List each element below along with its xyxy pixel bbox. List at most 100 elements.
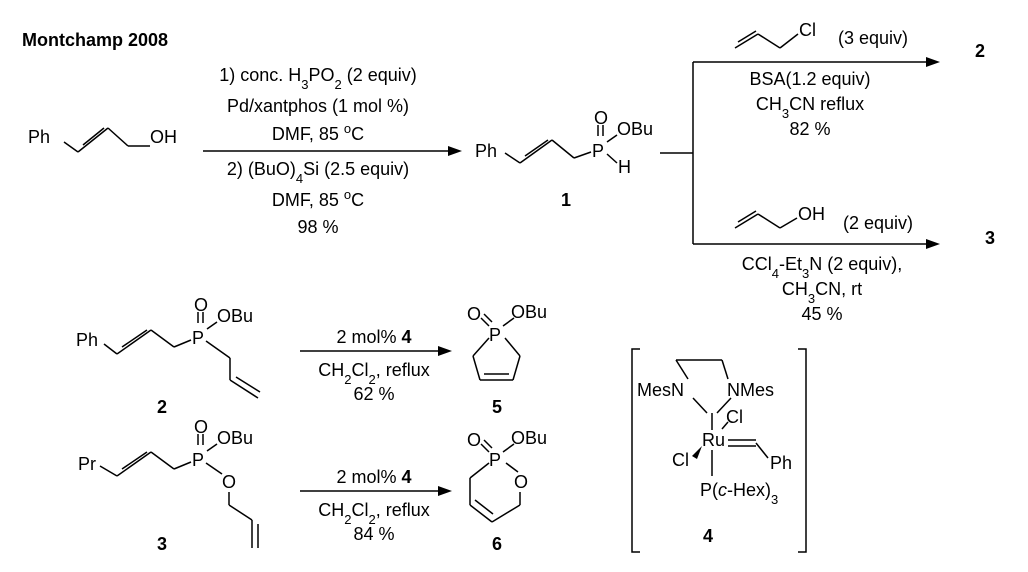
compound-2-label: 2: [157, 397, 167, 417]
condition-line: 1) conc. H3PO2 (2 equiv): [219, 65, 417, 92]
bond: [77, 127, 109, 153]
bond: [734, 33, 759, 49]
butoxy-label: OBu: [217, 428, 253, 448]
bond: [721, 421, 729, 430]
hydroxyl-label: OH: [150, 127, 177, 147]
bond: [757, 33, 781, 49]
oxygen-label: O: [467, 430, 481, 450]
bond: [229, 379, 259, 399]
reagent-equiv: (2 equiv): [843, 213, 913, 233]
bond: [173, 461, 192, 470]
bond: [505, 462, 519, 473]
bond: [469, 504, 493, 523]
condition-line: DMF, 85 oC: [272, 121, 364, 145]
double-bond-line: [483, 313, 493, 323]
bond: [757, 213, 781, 229]
yield-text: 84 %: [353, 524, 394, 544]
condition-line: CH3CN reflux: [756, 94, 864, 121]
compound-6-label: 6: [492, 534, 502, 554]
chlorine-label: Cl: [799, 20, 816, 40]
bond: [755, 442, 769, 459]
bond: [205, 462, 223, 475]
bond: [228, 504, 253, 521]
bond: [573, 151, 592, 159]
hydrogen-label: H: [618, 157, 631, 177]
compound-1-structure: Ph P O OBu H: [475, 108, 653, 177]
bond: [502, 317, 515, 327]
allyl-alcohol-reagent: OH (2 equiv): [734, 204, 913, 233]
condition-line: DMF, 85 oC: [272, 187, 364, 211]
compound-1-label: 1: [561, 190, 571, 210]
oxygen-label: O: [194, 417, 208, 437]
bond: [504, 337, 521, 357]
condition-line: 2) (BuO)4Si (2.5 equiv): [227, 159, 409, 186]
double-bond-line: [737, 210, 757, 223]
yield-text: 82 %: [789, 119, 830, 139]
arrowhead: [448, 146, 462, 156]
compound-3-structure: Pr P O OBu O: [78, 417, 259, 548]
bond: [692, 397, 708, 414]
compound-3-label: 3: [157, 534, 167, 554]
bond: [716, 397, 732, 414]
double-bond-line: [737, 30, 757, 43]
double-bond-line: [82, 127, 105, 146]
yield-text: 45 %: [801, 304, 842, 324]
catalyst-loading: 2 mol% 4: [336, 467, 411, 487]
oxygen-label: O: [594, 108, 608, 128]
oxygen-label: O: [194, 295, 208, 315]
arrowhead: [926, 57, 940, 67]
compound-2-structure: Ph P O OBu: [76, 295, 261, 399]
bond: [206, 443, 218, 452]
condition-line: BSA(1.2 equiv): [749, 69, 870, 89]
bond: [469, 462, 490, 479]
phenyl-label: Ph: [770, 453, 792, 473]
double-bond-line: [121, 451, 148, 470]
oxygen-label: O: [514, 472, 528, 492]
bond: [512, 355, 521, 381]
arrowhead: [926, 239, 940, 249]
phenyl-label: Ph: [475, 141, 497, 161]
bond: [116, 451, 152, 477]
right-bracket: [798, 348, 807, 553]
double-bond-line: [474, 499, 494, 515]
butoxy-label: OBu: [617, 119, 653, 139]
allyl-chloride-reagent: Cl (3 equiv): [734, 20, 908, 49]
bond: [63, 141, 79, 153]
product-3-label: 3: [985, 228, 995, 248]
bond: [519, 139, 553, 164]
bond: [606, 134, 618, 143]
bond: [150, 329, 175, 348]
phenyl-label: Ph: [28, 127, 50, 147]
double-bond-line: [480, 317, 490, 327]
bond: [99, 465, 118, 477]
compound-4-label: 4: [703, 526, 713, 546]
bond: [779, 33, 799, 49]
wedge-bond: [692, 446, 702, 459]
arrowhead: [438, 486, 452, 496]
yield-text: 62 %: [353, 384, 394, 404]
bond: [103, 343, 118, 355]
reagent-equiv: (3 equiv): [838, 28, 908, 48]
bond: [173, 339, 192, 348]
bond: [472, 337, 490, 357]
double-bond-line: [524, 139, 549, 157]
bond: [779, 217, 798, 229]
chlorine-label: Cl: [726, 407, 743, 427]
phosphorus-label: P: [192, 450, 204, 470]
phosphorus-label: P: [592, 141, 604, 161]
bond: [721, 359, 729, 380]
bond: [504, 152, 521, 164]
condition-line: CCl4-Et3N (2 equiv),: [742, 254, 903, 281]
double-bond-line: [480, 443, 490, 453]
arrowhead: [438, 346, 452, 356]
butoxy-label: OBu: [217, 306, 253, 326]
compound-6-structure: O P OBu O: [467, 428, 547, 523]
bond: [472, 355, 481, 381]
condition-line: CH2Cl2, reflux: [318, 360, 430, 387]
bond: [551, 139, 575, 159]
oxygen-label: O: [222, 472, 236, 492]
catalyst-4-structure: MesN NMes Ru Cl Ph Cl P(c-Hex)3: [631, 348, 807, 553]
ruthenium-label: Ru: [702, 430, 725, 450]
catalyst-loading: 2 mol% 4: [336, 327, 411, 347]
